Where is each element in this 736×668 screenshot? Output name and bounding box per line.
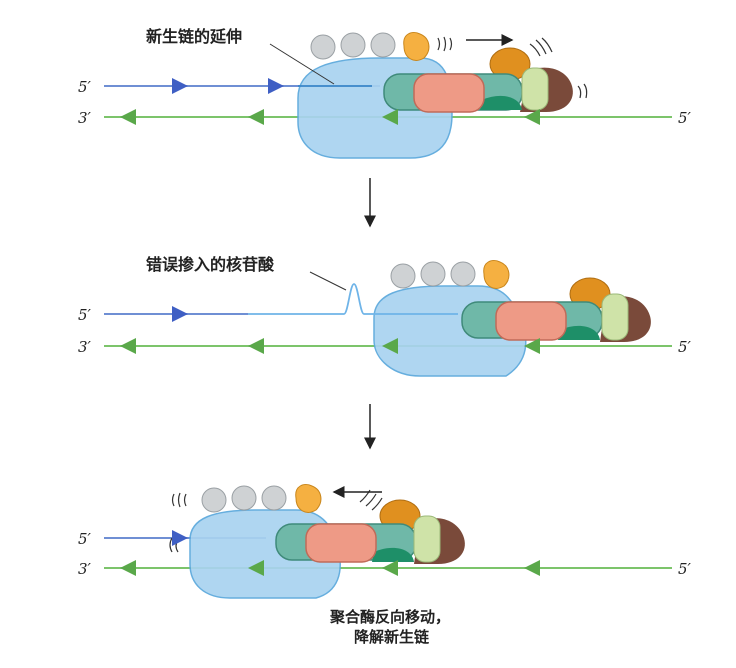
label-extension: 新生链的延伸 xyxy=(146,27,242,46)
grey-subunit xyxy=(261,485,287,511)
top-strand-arrowhead xyxy=(172,306,188,322)
light-green-subunit xyxy=(413,515,441,563)
bottom-strand-arrowhead xyxy=(524,338,540,354)
label-misincorporated: 错误掺入的核苷酸 xyxy=(146,255,275,274)
top-strand-5prime: 5′ xyxy=(78,530,92,548)
bottom-strand-arrowhead xyxy=(248,560,264,576)
motion-lines-icon xyxy=(437,36,588,99)
bottom-strand-arrowhead xyxy=(382,338,398,354)
bottom-strand-3prime: 3′ xyxy=(78,560,92,578)
top-strand-arrowhead xyxy=(172,530,188,546)
bottom-strand-arrowhead xyxy=(248,338,264,354)
dark-green-wedge xyxy=(480,95,522,110)
grey-subunit xyxy=(420,261,446,287)
top-strand-arrowhead xyxy=(172,78,188,94)
leader-line xyxy=(269,43,335,85)
grey-subunit xyxy=(201,487,227,513)
caption-backtrack-line1: 聚合酶反向移动， xyxy=(329,608,450,626)
salmon-subunit xyxy=(413,73,485,113)
dark-green-wedge xyxy=(372,547,414,562)
bottom-strand-arrowhead xyxy=(382,109,398,125)
bottom-strand-arrowhead xyxy=(120,338,136,354)
salmon-subunit xyxy=(305,523,377,563)
light-green-subunit xyxy=(521,67,549,111)
bottom-strand-arrowhead xyxy=(120,560,136,576)
bottom-strand-arrowhead xyxy=(248,109,264,125)
dark-green-wedge xyxy=(558,325,600,340)
top-strand-5prime: 5′ xyxy=(78,306,92,324)
grey-subunit xyxy=(370,32,396,58)
bottom-strand-5prime: 5′ xyxy=(678,338,692,356)
nascent-strand-with-mismatch xyxy=(248,283,458,315)
bottom-strand-3prime: 3′ xyxy=(78,109,92,127)
bottom-strand-arrowhead xyxy=(524,560,540,576)
grey-subunit xyxy=(231,485,257,511)
bottom-strand-arrowhead xyxy=(524,109,540,125)
grey-subunit xyxy=(310,34,336,60)
bottom-strand-5prime: 5′ xyxy=(678,560,692,578)
top-strand-arrowhead xyxy=(268,78,284,94)
light-green-subunit xyxy=(601,293,629,341)
grey-subunit xyxy=(450,261,476,287)
orange-subunit xyxy=(483,260,510,289)
bottom-strand-3prime: 3′ xyxy=(78,338,92,356)
panel-backtrack: 5′ 3′ 5′ 聚合酶反向移动， 降解新生链 xyxy=(78,484,692,646)
orange-subunit xyxy=(295,484,322,513)
leader-line xyxy=(309,271,347,291)
panel-misincorporation: 错误掺入的核苷酸 5′ 3′ 5′ xyxy=(78,255,692,377)
caption-backtrack-line2: 降解新生链 xyxy=(354,628,430,646)
grey-subunit xyxy=(340,32,366,58)
grey-subunit xyxy=(390,263,416,289)
salmon-subunit xyxy=(495,301,567,341)
top-strand-5prime: 5′ xyxy=(78,78,92,96)
bottom-strand-arrowhead xyxy=(382,560,398,576)
bottom-strand-arrowhead xyxy=(120,109,136,125)
orange-subunit xyxy=(403,32,430,61)
panel-extension: 新生链的延伸 5′ 3′ 5′ xyxy=(78,27,692,159)
bottom-strand-5prime: 5′ xyxy=(678,109,692,127)
